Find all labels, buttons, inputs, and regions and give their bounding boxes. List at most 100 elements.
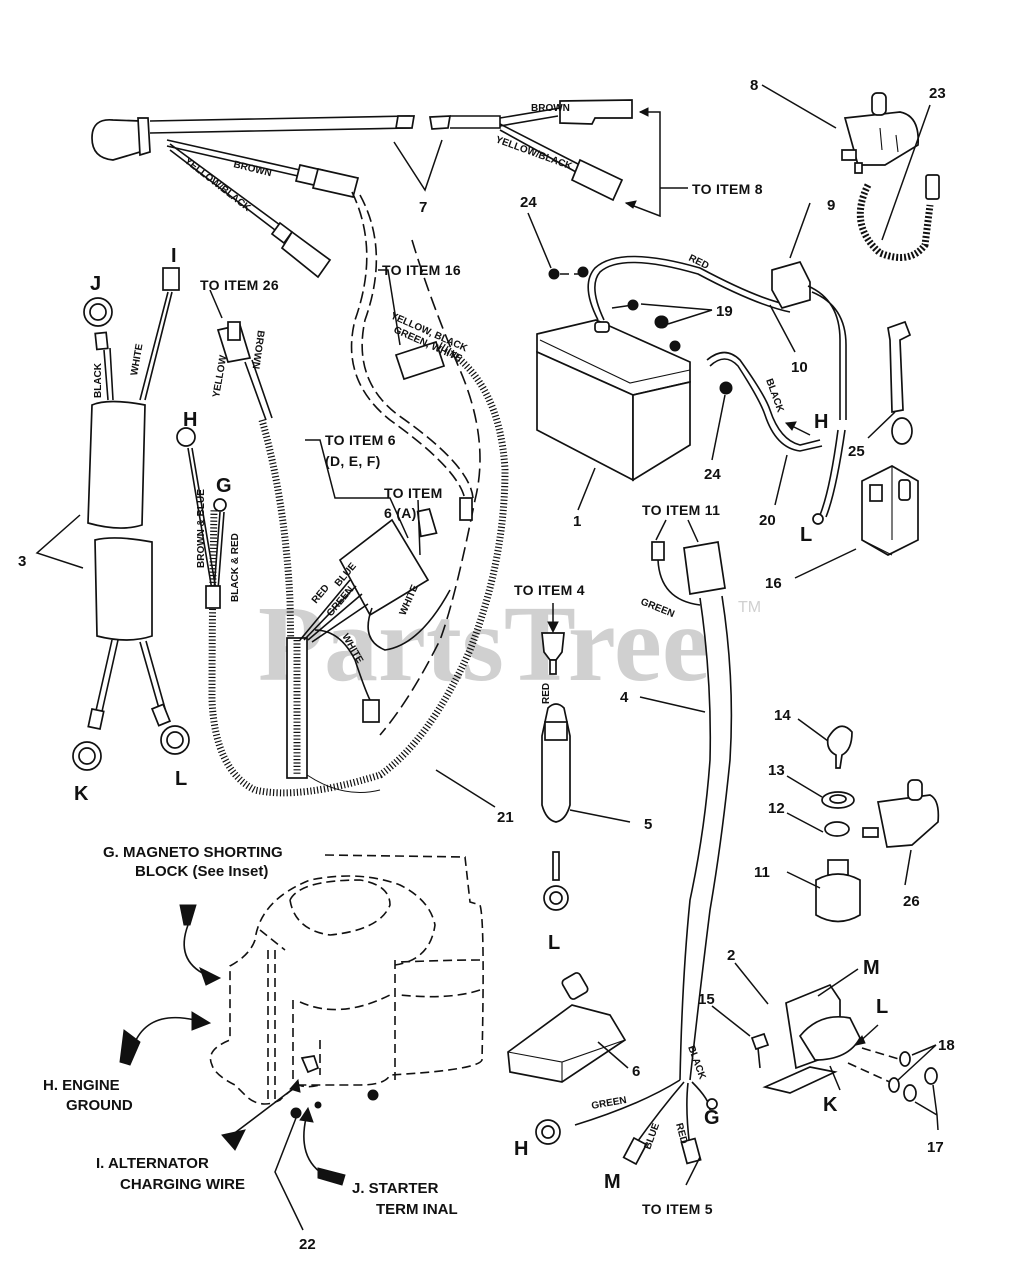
item-12-washer: 12 [768,800,850,837]
item-19-screws: 19 [611,299,733,329]
item-16-switch: 16 [765,465,919,592]
label-engine-ground: GROUND [66,1097,133,1114]
callout-1: 1 [573,513,581,530]
note-to-item-11: TO ITEM 11 [642,502,720,518]
note-to-item-16: TO ITEM 16 [382,262,461,278]
label-alternator-charging-wire: I. ALTERNATOR [96,1155,209,1172]
item-10-positive-cable: RED L 10 [587,253,847,546]
callout-8: 8 [750,77,758,94]
item-8-switch: 8 [750,77,920,174]
callout-10: 10 [791,359,808,376]
wire-label-black: BLACK [763,377,786,414]
wire-label-black: BLACK [685,1044,708,1081]
callout-24: 24 [520,194,537,211]
callout-16: 16 [765,575,782,592]
item-9-solenoid: 9 [789,197,835,259]
callout-13: 13 [768,762,785,779]
callout-11: 11 [754,864,770,881]
callout-14: 14 [774,707,791,724]
wire-label-red: RED [687,253,711,272]
letter-L: L [800,524,812,546]
callout-7: 7 [419,199,427,216]
label-magneto-shorting-block: G. MAGNETO SHORTING [103,844,283,861]
note-to-item-6-def: (D, E, F) [325,453,381,469]
wire-label-yellow: YELLOW [211,354,229,399]
callout-6: 6 [632,1063,640,1080]
letter-M: M [863,957,880,979]
wire-label-red: RED [541,683,552,704]
callout-21: 21 [497,809,514,826]
callout-2: 2 [727,947,735,964]
item-14-key: 14 [774,707,853,769]
item-25-rod: 25 [848,320,913,460]
callout-5: 5 [644,816,652,833]
callout-19: 19 [716,303,733,320]
wire-label-black: BLACK [93,362,104,398]
item-17-nut: 17 [903,1067,944,1156]
item-4-harness: TO ITEM 11 GREEN 4 GREEN BLUE RED BLACK … [514,502,733,1217]
letter-G: G [704,1107,720,1129]
item-21-main-harness: TO ITEM 16 YELLOW, BLACK GREEN, WHITE TO… [176,191,514,826]
callout-17: 17 [927,1139,944,1156]
callout-4: 4 [620,689,629,706]
wire-label-black-red: BLACK & RED [230,533,241,602]
letter-L: L [548,932,560,954]
label-starter-terminal: J. STARTER [352,1180,439,1197]
callout-9: 9 [827,197,835,214]
callout-18: 18 [938,1037,955,1054]
label-engine-ground: H. ENGINE [43,1077,120,1094]
note-to-item-4: TO ITEM 4 [514,582,585,598]
callout-20: 20 [759,512,776,529]
wire-label-yellow-black: YELLOW/BLACK [494,134,574,172]
callout-22: 22 [299,1236,316,1253]
note-to-item-6-a: 6 (A) [384,505,417,521]
wire-label-blue: BLUE [642,1121,662,1151]
wire-label-red: RED [673,1122,689,1145]
item-13-nut: 13 [768,762,855,809]
label-alternator-charging-wire: CHARGING WIRE [120,1176,245,1193]
item-11-ignition-switch: 11 [754,859,861,923]
item-23-wire-tie: 23 [856,85,946,261]
note-to-item-26: TO ITEM 26 [200,277,279,293]
item-26-switch: 26 [862,779,940,910]
letter-L: L [175,768,187,790]
callout-3: 3 [18,553,26,570]
callout-26: 26 [903,893,920,910]
wire-label-brown: BROWN [531,103,570,114]
note-to-item-5: TO ITEM 5 [642,1201,713,1217]
watermark-text: PartsTree [258,585,710,704]
letter-K: K [74,783,89,805]
item-15-bolt: 15 [698,991,770,1069]
letter-J: J [90,273,101,295]
callout-23: 23 [929,85,946,102]
letter-H: H [814,411,828,433]
wire-label-brown: BROWN [250,330,266,370]
note-to-item-8: TO ITEM 8 [692,181,763,197]
item-6-connector: 6 [507,972,640,1083]
letter-M: M [604,1171,621,1193]
callout-15: 15 [698,991,715,1008]
callout-24: 24 [704,466,721,483]
item-5-fuse-holder: TO ITEM 4 RED 5 L [514,582,652,954]
callout-25: 25 [848,443,865,460]
watermark: PartsTree TM [258,585,761,704]
watermark-tm: TM [738,599,761,616]
wire-label-brown-blue: BROWN & BLUE [196,489,207,568]
item-20-ground-cable: BLACK H 20 [706,351,828,529]
callout-12: 12 [768,800,785,817]
item-18-washer: 18 [847,1037,955,1093]
item-3-filter: J I BLACK WHITE 3 K L [18,245,190,805]
label-starter-terminal: TERM INAL [376,1201,458,1218]
note-to-item-6-def: TO ITEM 6 [325,432,396,448]
wire-label-white: WHITE [129,343,145,377]
label-magneto-shorting-block: BLOCK (See Inset) [135,863,268,880]
letter-H: H [514,1138,528,1160]
letter-H: H [183,409,197,431]
engine-inset: G. MAGNETO SHORTING BLOCK (See Inset) H.… [43,844,484,1253]
letter-K: K [823,1094,838,1116]
letter-I: I [171,245,177,267]
letter-L: L [876,996,888,1018]
item-24-nuts: 24 24 [520,194,733,483]
